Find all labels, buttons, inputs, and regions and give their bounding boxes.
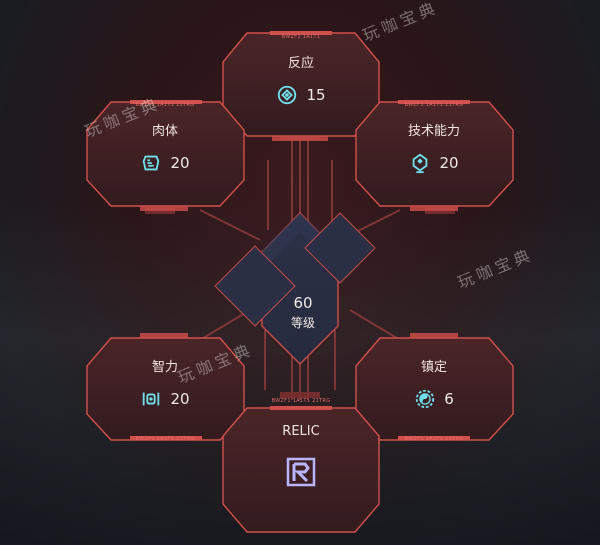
attribute-name: 反应 [287,56,314,71]
attribute-value: 20 [170,390,190,408]
relic-icon [286,457,316,487]
body-fist-icon [143,155,160,171]
level-value: 60 [293,294,313,312]
reflex-icon [278,85,297,105]
attribute-value: 15 [306,86,326,104]
level-label: 等级 [290,316,315,330]
attribute-relic[interactable]: BWZF1 1A1T1 21TRG RELIC [226,398,376,532]
intelligence-icon [143,392,160,406]
attribute-name: 智力 [151,360,178,375]
panel-code: BWZF1 1A1T1 21TRG [135,102,195,108]
attribute-tech[interactable]: BWZF1 1A1T1 21TRG 技术能力 20 [359,100,509,200]
attribute-name: 肉体 [151,124,178,139]
attribute-value: 6 [444,390,454,408]
attribute-name: 技术能力 [407,124,460,139]
panel-code: BWZF1 1A1T1 21TRG [271,398,331,404]
attribute-name: RELIC [282,424,320,439]
level-display: 60 等级 [268,294,338,331]
panel-code: BWZF1 1A1T1 21TRG [404,436,464,442]
yin-yang-icon [416,389,435,409]
attribute-cool[interactable]: BWZF1 1A1T1 21TRG 镇定 6 [359,336,509,442]
attribute-body[interactable]: BWZF1 1A1T1 21TRG 肉体 20 [90,100,240,200]
panel-code: BWZF1 1A1T1 21TRG [404,102,464,108]
attribute-name: 镇定 [420,360,447,375]
panel-code: BWZF1 1A1T1 21TRG [135,436,195,442]
panel-code: BWZF1 1A1T1 [281,34,321,40]
attribute-value: 20 [439,154,459,172]
attribute-intelligence[interactable]: BWZF1 1A1T1 21TRG 智力 20 [90,336,240,442]
attribute-value: 20 [170,154,190,172]
tech-icon [413,153,428,174]
attribute-reflex[interactable]: BWZF1 1A1T1 反应 15 [226,32,376,132]
